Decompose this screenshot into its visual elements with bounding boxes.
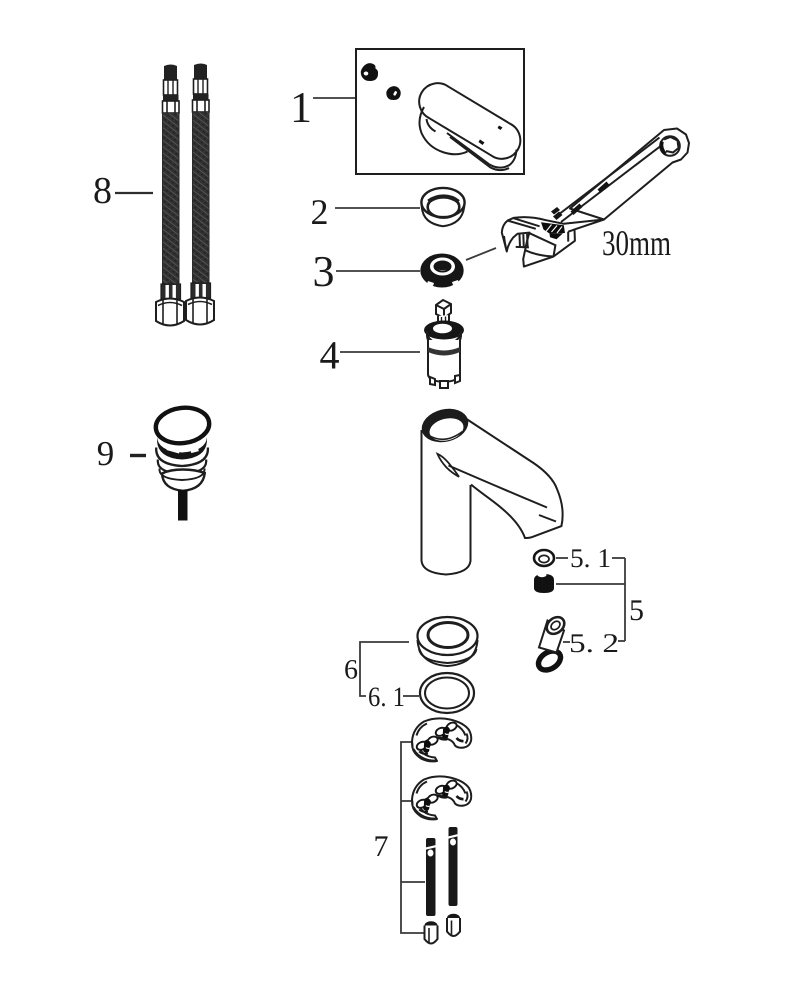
svg-text:7: 7 xyxy=(374,830,389,863)
svg-text:5. 2: 5. 2 xyxy=(569,628,619,658)
svg-text:5. 1: 5. 1 xyxy=(570,543,611,573)
svg-text:6. 1: 6. 1 xyxy=(368,682,405,713)
svg-text:4: 4 xyxy=(320,333,340,378)
svg-text:8: 8 xyxy=(93,170,112,212)
svg-text:3: 3 xyxy=(313,247,335,296)
svg-text:5: 5 xyxy=(629,594,644,627)
svg-text:2: 2 xyxy=(311,192,329,232)
svg-text:9: 9 xyxy=(97,434,115,473)
svg-text:1: 1 xyxy=(290,83,312,132)
svg-text:6: 6 xyxy=(344,655,358,686)
svg-text:30mm: 30mm xyxy=(602,223,671,263)
